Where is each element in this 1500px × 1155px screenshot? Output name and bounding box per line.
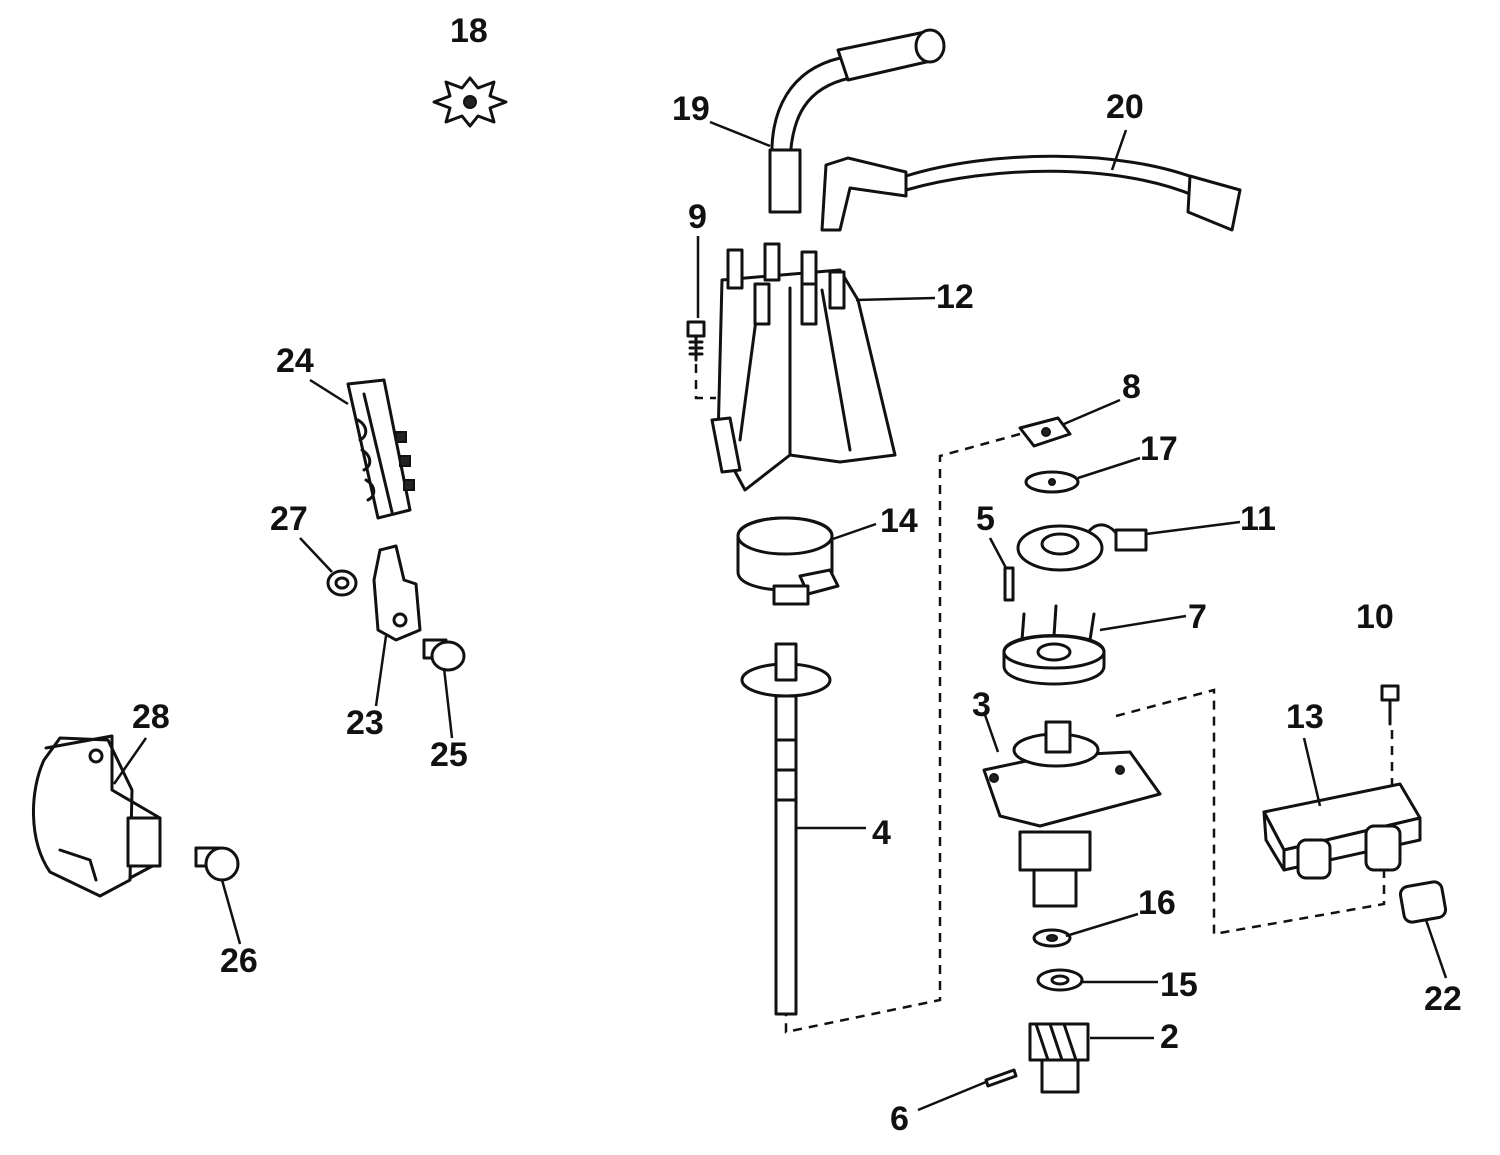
callout-13: 13 xyxy=(1286,698,1324,736)
callout-14: 14 xyxy=(880,502,918,540)
part-19-plug-wire-boot xyxy=(768,28,946,214)
callout-8: 8 xyxy=(1122,368,1141,406)
part-20-plug-wire xyxy=(820,154,1242,232)
part-24-connector xyxy=(346,378,415,520)
part-15-washer xyxy=(1036,968,1084,992)
callout-4: 4 xyxy=(872,814,891,852)
part-9-screw xyxy=(686,320,706,362)
part-7-pole-piece xyxy=(1002,604,1106,686)
callout-22: 22 xyxy=(1424,980,1462,1018)
part-12-distributor-cap xyxy=(710,242,897,492)
callout-18: 18 xyxy=(450,12,488,50)
callout-10: 10 xyxy=(1356,598,1394,636)
callout-19: 19 xyxy=(672,90,710,128)
part-11-pickup-coil xyxy=(1016,523,1148,572)
assembly-dashed-lines xyxy=(694,364,1394,1034)
callout-labels: 18 19 20 9 12 24 8 17 27 5 11 14 7 10 3 … xyxy=(132,12,1462,1138)
part-14-rotor xyxy=(736,516,840,606)
part-10-screw xyxy=(1380,684,1400,726)
callout-25: 25 xyxy=(430,736,468,774)
callout-7: 7 xyxy=(1188,598,1207,636)
part-23-bracket xyxy=(372,544,422,642)
part-4-shaft xyxy=(740,642,832,1016)
part-8-retainer xyxy=(1018,416,1072,448)
part-27-washer xyxy=(326,569,358,597)
callout-17: 17 xyxy=(1140,430,1178,468)
callout-23: 23 xyxy=(346,704,384,742)
part-3-distributor-housing xyxy=(982,720,1162,908)
part-25-bolt xyxy=(422,638,466,672)
callout-leader-lines xyxy=(112,120,1448,1112)
part-5-pin xyxy=(1003,566,1015,602)
part-13-ignition-module xyxy=(1262,782,1422,880)
callout-28: 28 xyxy=(132,698,170,736)
callout-27: 27 xyxy=(270,500,308,538)
part-18-star-washer xyxy=(432,76,508,128)
part-22-terminal-cap xyxy=(1398,880,1448,924)
callout-12: 12 xyxy=(936,278,974,316)
part-17-shim xyxy=(1024,470,1080,494)
part-26-bolt xyxy=(194,846,240,882)
part-2-drive-gear xyxy=(1028,1022,1090,1094)
callout-9: 9 xyxy=(688,198,707,236)
callout-11: 11 xyxy=(1240,500,1276,538)
callout-15: 15 xyxy=(1160,966,1198,1004)
part-6-roll-pin xyxy=(984,1068,1018,1088)
callout-5: 5 xyxy=(976,500,995,538)
callout-16: 16 xyxy=(1138,884,1176,922)
part-16-washer xyxy=(1032,928,1072,948)
part-28-ignition-coil xyxy=(32,734,162,898)
callout-20: 20 xyxy=(1106,88,1144,126)
callout-6: 6 xyxy=(890,1100,909,1138)
callout-2: 2 xyxy=(1160,1018,1179,1056)
callout-3: 3 xyxy=(972,686,991,724)
callout-26: 26 xyxy=(220,942,258,980)
callout-24: 24 xyxy=(276,342,314,380)
